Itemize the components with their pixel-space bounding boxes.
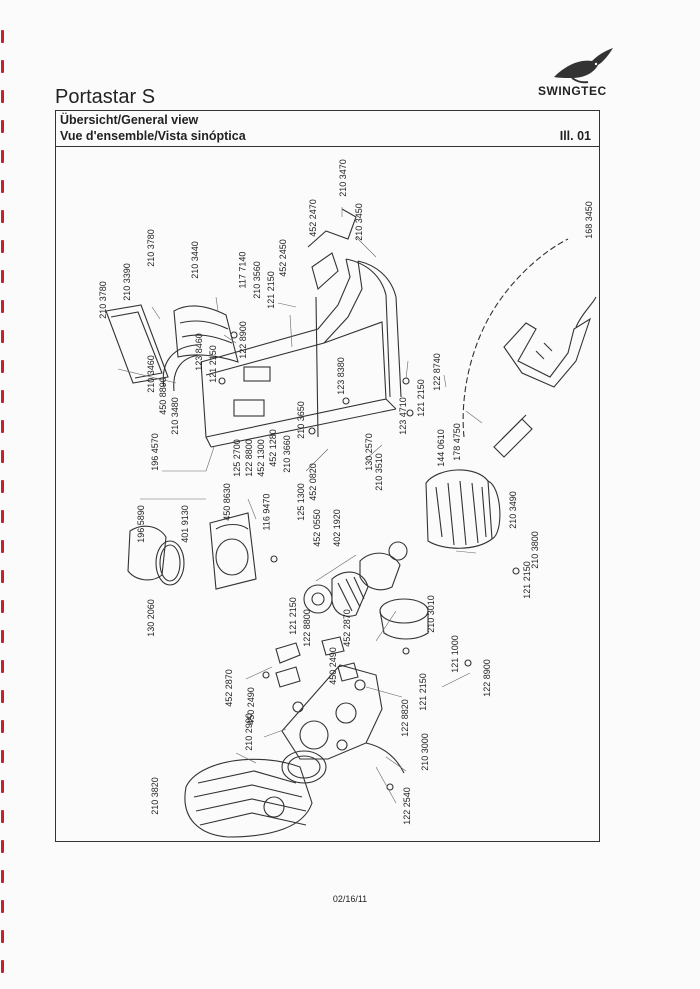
part-number-p32: 130 2570 [363, 433, 374, 471]
part-number-p46: 121 2150 [287, 597, 298, 635]
model-title: Portastar S [55, 86, 156, 108]
part-number-p17: 210 3450 [353, 203, 364, 241]
brand-name: SWINGTEC [538, 84, 607, 98]
binding-holes [0, 0, 10, 989]
part-number-p60: 122 2540 [401, 787, 412, 825]
part-number-p27: 122 8800 [243, 439, 254, 477]
brand-logo: SWINGTEC [538, 47, 618, 102]
part-number-p13: 121 2150 [265, 271, 276, 309]
part-number-p11: 117 7140 [237, 251, 248, 289]
part-number-p38: 116 9470 [261, 493, 272, 531]
part-number-p40: 452 0550 [311, 509, 322, 547]
part-number-p58: 210 3000 [419, 733, 430, 771]
part-number-p37: 450 8630 [221, 483, 232, 521]
part-number-p10: 122 8900 [237, 321, 248, 359]
part-number-p15: 452 2470 [307, 199, 318, 237]
part-number-p19: 123 8380 [335, 357, 346, 395]
part-number-p31: 210 3650 [295, 401, 306, 439]
header-line-1: Übersicht/General view [60, 113, 199, 127]
part-number-p9: 210 3480 [169, 397, 180, 435]
part-number-p39: 125 1300 [295, 483, 306, 521]
part-number-p59: 210 3820 [149, 777, 160, 815]
part-number-p44: 121 2150 [521, 561, 532, 599]
footer-date: 02/16/11 [332, 894, 368, 904]
part-number-p6: 210 3460 [145, 355, 156, 393]
part-number-p51: 452 2870 [223, 669, 234, 707]
part-number-p49: 450 2490 [327, 647, 338, 685]
part-number-p24: 144 0610 [435, 429, 446, 467]
part-number-p53: 121 1000 [449, 635, 460, 673]
illustration-number: Ill. 01 [559, 129, 591, 143]
part-number-p47: 122 8800 [301, 609, 312, 647]
part-number-p30: 210 3660 [281, 435, 292, 473]
part-number-p20: 122 8740 [431, 353, 442, 391]
part-number-p14: 452 2450 [277, 239, 288, 277]
part-number-p29: 452 1280 [267, 429, 278, 467]
part-number-p56: 122 8820 [399, 699, 410, 737]
part-number-p41: 402 1920 [331, 509, 342, 547]
swallow-bird-icon [554, 48, 613, 84]
part-number-p8: 121 2150 [207, 345, 218, 383]
part-number-p50: 210 3010 [425, 595, 436, 633]
part-number-p5: 123 8460 [193, 333, 204, 371]
part-number-p48: 452 2870 [341, 609, 352, 647]
part-number-p45: 130 2060 [145, 599, 156, 637]
illustration-frame: Übersicht/General view Vue d'ensemble/Vi… [55, 110, 600, 842]
part-number-p36: 401 9130 [179, 505, 190, 543]
part-number-p21: 121 2150 [415, 379, 426, 417]
part-number-p18: 168 3450 [583, 201, 594, 239]
part-number-p57: 210 2990 [243, 713, 254, 751]
part-number-p34: 452 0820 [307, 463, 318, 501]
illustration-header: Übersicht/General view Vue d'ensemble/Vi… [56, 111, 599, 147]
part-number-p26: 125 2700 [231, 439, 242, 477]
part-number-p3: 210 3780 [145, 229, 156, 267]
part-number-p35: 196 5890 [135, 505, 146, 543]
part-number-p54: 122 8900 [481, 659, 492, 697]
part-number-p7: 450 8890 [157, 377, 168, 415]
part-number-p16: 210 3470 [337, 159, 348, 197]
part-number-p42: 210 3490 [507, 491, 518, 529]
part-number-p2: 210 3390 [121, 263, 132, 301]
exploded-view-diagram: 210 3780 210 3390 210 3780 210 3440 123 … [56, 147, 599, 841]
part-number-p1: 210 3780 [97, 281, 108, 319]
part-number-p4: 210 3440 [189, 241, 200, 279]
part-number-p25: 196 4570 [149, 433, 160, 471]
part-number-p23: 178 4750 [451, 423, 462, 461]
exploded-view-drawing [105, 207, 597, 838]
part-number-p12: 210 3560 [251, 261, 262, 299]
part-number-p22: 123 4710 [397, 397, 408, 435]
header-line-2: Vue d'ensemble/Vista sinóptica [60, 129, 246, 143]
part-number-p55: 121 2150 [417, 673, 428, 711]
part-number-p28: 452 1300 [255, 439, 266, 477]
part-number-p33: 210 3510 [373, 453, 384, 491]
